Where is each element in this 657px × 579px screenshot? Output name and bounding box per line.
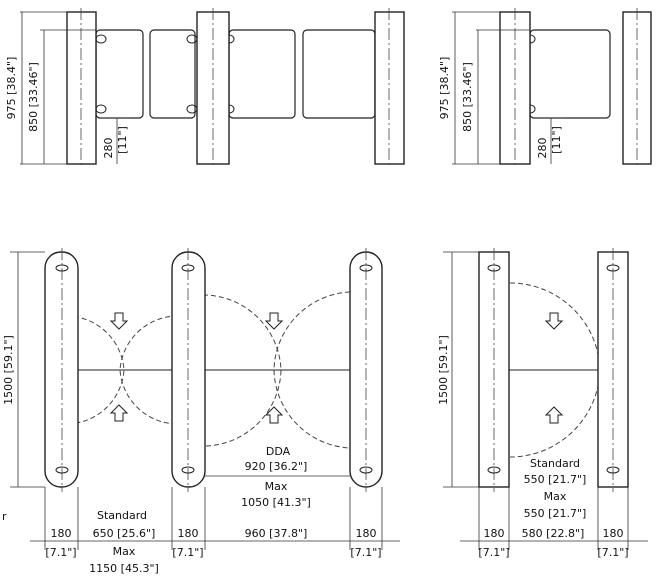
front-height-overall: 975 [38.4"] xyxy=(5,57,18,120)
post-width-1: 180 xyxy=(51,527,72,540)
side-mark: r xyxy=(2,510,7,523)
single-post-width-2: 180 xyxy=(603,527,624,540)
center-gap: 960 [37.8"] xyxy=(245,527,308,540)
swing-arc-2 xyxy=(119,315,179,425)
single-post-width-in-1: [7.1"] xyxy=(478,546,509,559)
flow-arrows xyxy=(109,312,284,424)
post-width-in-1: [7.1"] xyxy=(45,546,76,559)
plan-single-length: 1500 [59.1"] xyxy=(437,335,450,405)
max-label-right: Max xyxy=(265,480,288,493)
dda-label: DDA xyxy=(266,445,291,458)
plan-post-1 xyxy=(44,251,79,488)
single-center-gap: 580 [22.8"] xyxy=(522,527,585,540)
single-max-value: 550 [21.7"] xyxy=(524,507,587,520)
front-elevation-triple: 975 [38.4"] 850 [33.46"] 280 [11"] xyxy=(5,8,405,168)
panel-left xyxy=(95,29,144,119)
plan-post-2 xyxy=(171,251,206,488)
max-value-left: 1150 [45.3"] xyxy=(89,562,159,575)
post-3 xyxy=(374,11,405,165)
single-standard-value: 550 [21.7"] xyxy=(524,473,587,486)
swing-arc-3 xyxy=(202,294,282,447)
single-height-panel: 850 [33.46"] xyxy=(461,62,474,132)
single-standard-label: Standard xyxy=(530,457,580,470)
dda-value: 920 [36.2"] xyxy=(245,460,308,473)
single-max-label: Max xyxy=(544,490,567,503)
post-1 xyxy=(66,11,97,165)
front-elevation-single: 975 [38.4"] 850 [33.46"] 280 [11"] xyxy=(438,8,652,168)
front-clearance: 280 xyxy=(102,138,115,159)
swing-arc-1 xyxy=(65,315,125,425)
standard-value: 650 [25.6"] xyxy=(93,527,156,540)
swing-arc-4 xyxy=(273,291,351,449)
panel-single xyxy=(529,29,611,119)
post-width-in-2: [7.1"] xyxy=(172,546,203,559)
single-clearance: 280 xyxy=(536,138,549,159)
panel-middle-left xyxy=(149,29,196,119)
panel-middle-right xyxy=(228,29,296,119)
single-height-overall: 975 [38.4"] xyxy=(438,57,451,120)
panel-right xyxy=(302,29,376,119)
max-value-right: 1050 [41.3"] xyxy=(241,496,311,509)
plan-single: 1500 [59.1"] Standard 550 [21.7"] Max 55… xyxy=(437,248,648,559)
single-clearance-in: [11"] xyxy=(550,126,563,154)
max-label-left: Max xyxy=(113,545,136,558)
post-width-2: 180 xyxy=(178,527,199,540)
post-width-3: 180 xyxy=(356,527,377,540)
front-height-panel: 850 [33.46"] xyxy=(27,62,40,132)
front-clearance-in: [11"] xyxy=(116,126,129,154)
standard-label: Standard xyxy=(97,509,147,522)
plan-triple: 1500 [59.1"] DDA 920 [36.2"] Max 1050 [4… xyxy=(2,248,400,575)
plan-length: 1500 [59.1"] xyxy=(2,335,15,405)
post-width-in-3: [7.1"] xyxy=(350,546,381,559)
single-post-width-in-2: [7.1"] xyxy=(597,546,628,559)
single-post-width-1: 180 xyxy=(484,527,505,540)
